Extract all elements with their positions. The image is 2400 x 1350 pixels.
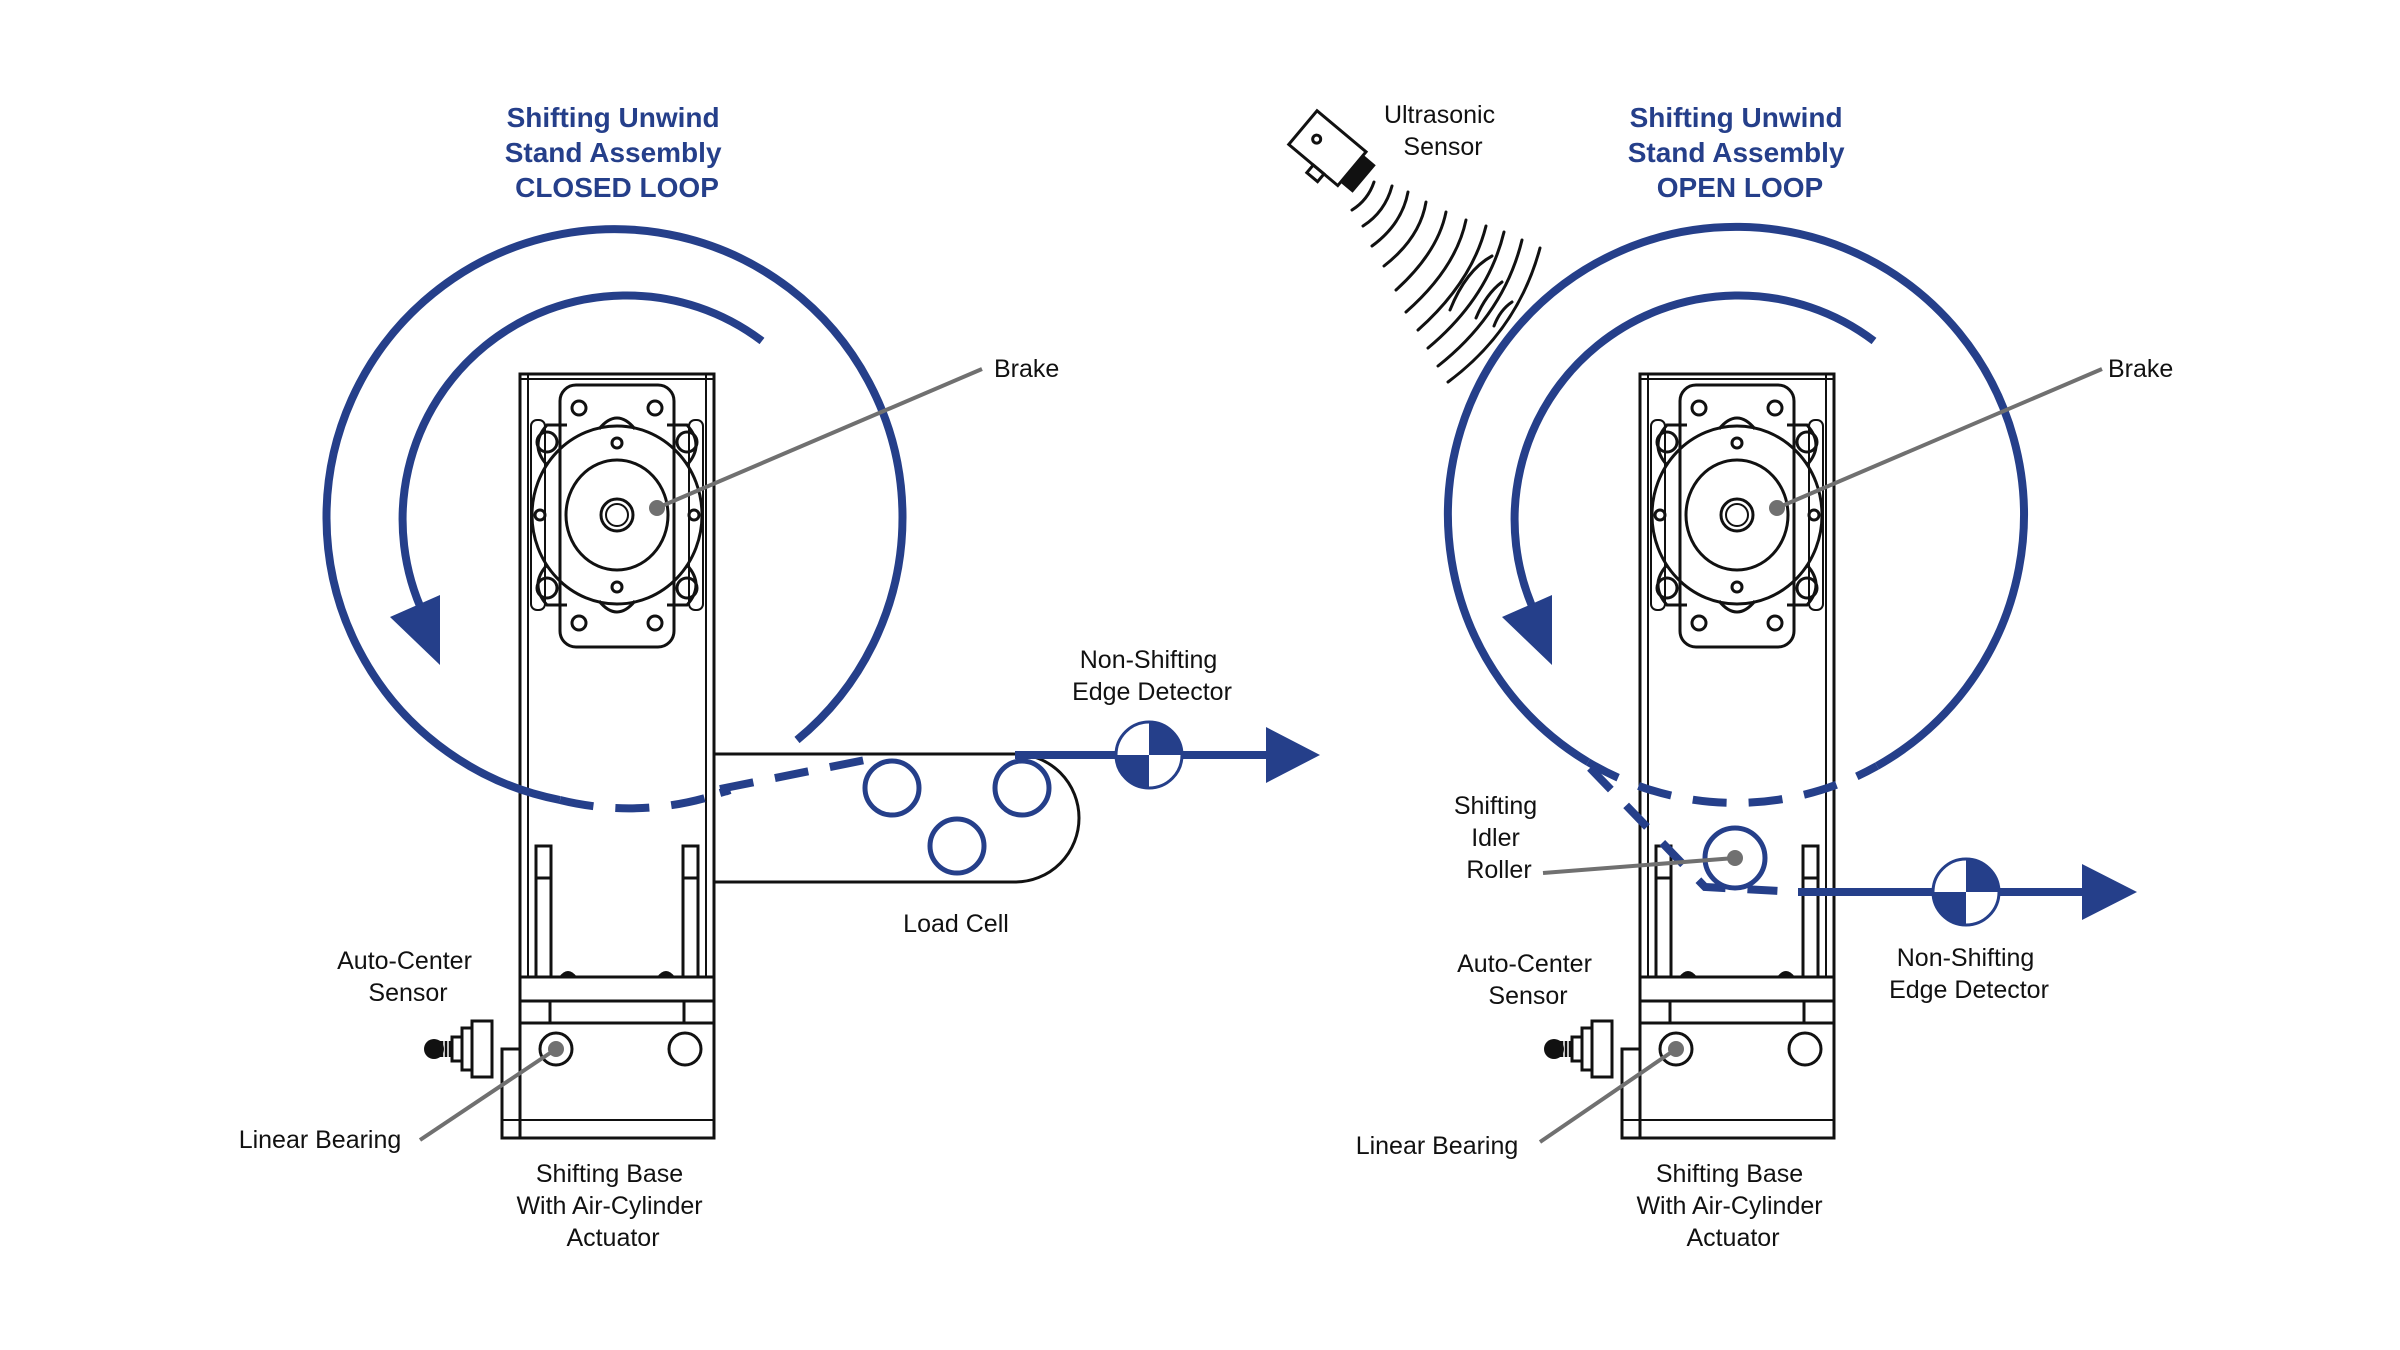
edge-detector-icon <box>1114 720 1184 790</box>
brake-leader-dot <box>1769 500 1785 516</box>
web-direction-arrow-icon <box>2082 864 2137 920</box>
edge-detector-icon <box>1931 857 2001 927</box>
linear-bearing-leader-dot <box>1668 1041 1684 1057</box>
idler-roller-label: Shifting Idler Roller <box>1454 792 1544 884</box>
shifting-base-label: Shifting Base With Air-Cylinder Actuator <box>1636 1160 1829 1252</box>
open-loop-title: Shifting Unwind Stand Assembly OPEN LOOP <box>1628 102 1853 203</box>
load-cell-roller <box>862 758 922 818</box>
load-cell-housing <box>715 752 1081 884</box>
brake-leader <box>1776 367 2103 510</box>
open-loop-assembly: Shifting Unwind Stand Assembly OPEN LOOP <box>1286 101 2173 1252</box>
load-cell-label: Load Cell <box>903 910 1009 938</box>
idler-roller-icon <box>1702 825 1768 891</box>
auto-center-sensor-label: Auto-Center Sensor <box>337 947 479 1007</box>
idler-roller-leader-dot <box>1727 850 1743 866</box>
brake-label: Brake <box>994 355 1059 383</box>
reel-outline-dashed <box>559 786 732 813</box>
auto-center-sensor-label: Auto-Center Sensor <box>1457 950 1599 1010</box>
shifting-base-label: Shifting Base With Air-Cylinder Actuator <box>516 1160 709 1252</box>
brake-leader <box>656 367 983 510</box>
brake-icon <box>529 383 705 649</box>
load-cell-roller <box>927 816 987 876</box>
reel-outline <box>322 225 907 804</box>
linear-bearing-label: Linear Bearing <box>239 1126 402 1154</box>
auto-center-sensor-icon <box>1542 1019 1614 1079</box>
rotation-arrow <box>1510 291 1877 617</box>
auto-center-sensor-icon <box>422 1019 494 1079</box>
ultrasonic-sensor-label: Ultrasonic Sensor <box>1384 101 1502 161</box>
closed-loop-title: Shifting Unwind Stand Assembly CLOSED LO… <box>505 102 730 203</box>
web-direction-arrow-icon <box>1266 727 1320 783</box>
rotation-arrow <box>398 291 765 617</box>
ultrasonic-sensor-icon <box>1286 108 1376 193</box>
linear-bearing-leader <box>418 1047 558 1142</box>
idler-roller-leader <box>1542 856 1736 875</box>
ultrasonic-waves-icon <box>1350 180 1542 384</box>
brake-label: Brake <box>2108 355 2173 383</box>
edge-detector-label: Non-Shifting Edge Detector <box>1072 646 1232 706</box>
linear-bearing-label: Linear Bearing <box>1356 1132 1519 1160</box>
rotation-arrowhead-icon <box>390 595 440 665</box>
brake-leader-dot <box>649 500 665 516</box>
reel-outline <box>1443 222 2028 770</box>
closed-loop-assembly: Shifting Unwind Stand Assembly CLOSED LO… <box>239 102 1320 1252</box>
web-path-dashed <box>1587 765 1799 896</box>
web-path-dashed <box>719 753 881 793</box>
rotation-arrowhead-icon <box>1502 595 1552 665</box>
linear-bearing-leader <box>1538 1047 1678 1144</box>
stand-frame <box>1620 372 1836 1140</box>
load-cell-roller <box>992 758 1052 818</box>
edge-detector-label: Non-Shifting Edge Detector <box>1889 944 2049 1004</box>
stand-frame <box>500 372 716 1140</box>
brake-icon <box>1649 383 1825 649</box>
linear-bearing-leader-dot <box>548 1041 564 1057</box>
